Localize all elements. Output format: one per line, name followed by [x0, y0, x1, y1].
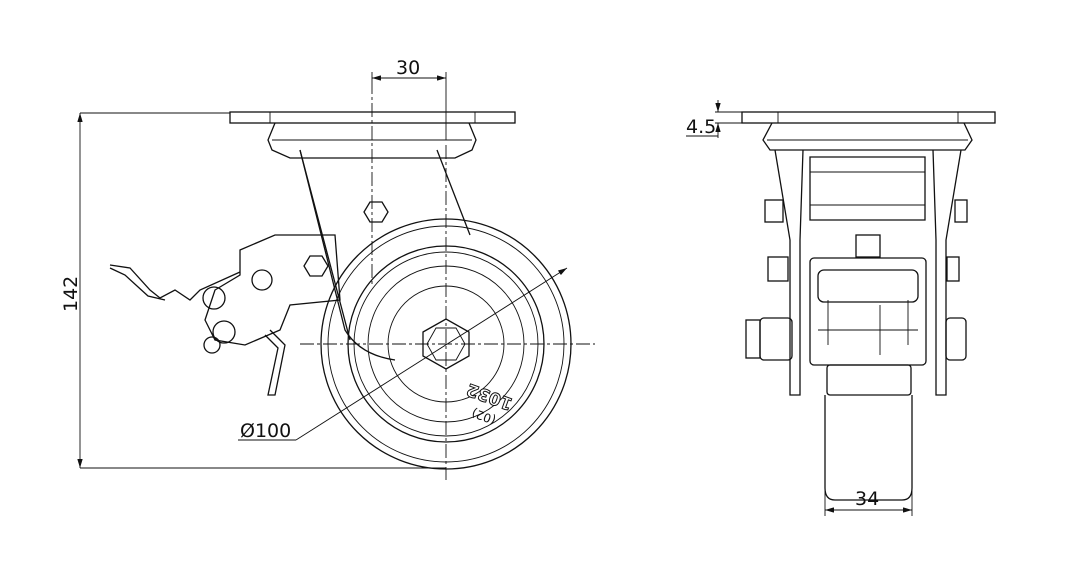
kingpin-bolt	[363, 201, 389, 223]
front-wheel-hub	[826, 364, 912, 396]
top-plate	[229, 111, 516, 124]
dimension-wheel-width: 34	[824, 488, 913, 516]
swivel-bearing	[267, 122, 477, 159]
dimension-wheel-diameter: Ø100	[238, 267, 568, 442]
brake-bolt	[303, 255, 329, 277]
fork-right	[932, 149, 962, 396]
dimension-offset-label: 30	[396, 57, 420, 79]
front-top-plate	[741, 111, 996, 124]
bolt	[764, 199, 784, 223]
dimension-wheel-diameter-label: Ø100	[240, 420, 291, 442]
dimension-wheel-width-label: 34	[855, 488, 879, 510]
dimension-plate-thickness: 4.5	[686, 100, 742, 138]
wheel-marking: 1032 (02)	[464, 378, 516, 427]
front-swivel-bearing	[762, 122, 973, 151]
front-view: 4.5 34	[686, 100, 996, 516]
dimension-plate-thickness-label: 4.5	[686, 116, 716, 138]
dimension-height: 142	[60, 112, 446, 469]
fork-left	[774, 149, 804, 396]
dimension-height-label: 142	[60, 276, 82, 312]
brake-housing	[809, 257, 927, 366]
brake-lever	[109, 234, 341, 396]
brake-pedal-nut	[855, 234, 881, 258]
front-wheel	[824, 395, 913, 501]
axle-bolt	[745, 319, 761, 359]
side-view: 1032 (02) 142 30 Ø100	[60, 57, 595, 480]
dimension-offset: 30	[371, 57, 447, 140]
